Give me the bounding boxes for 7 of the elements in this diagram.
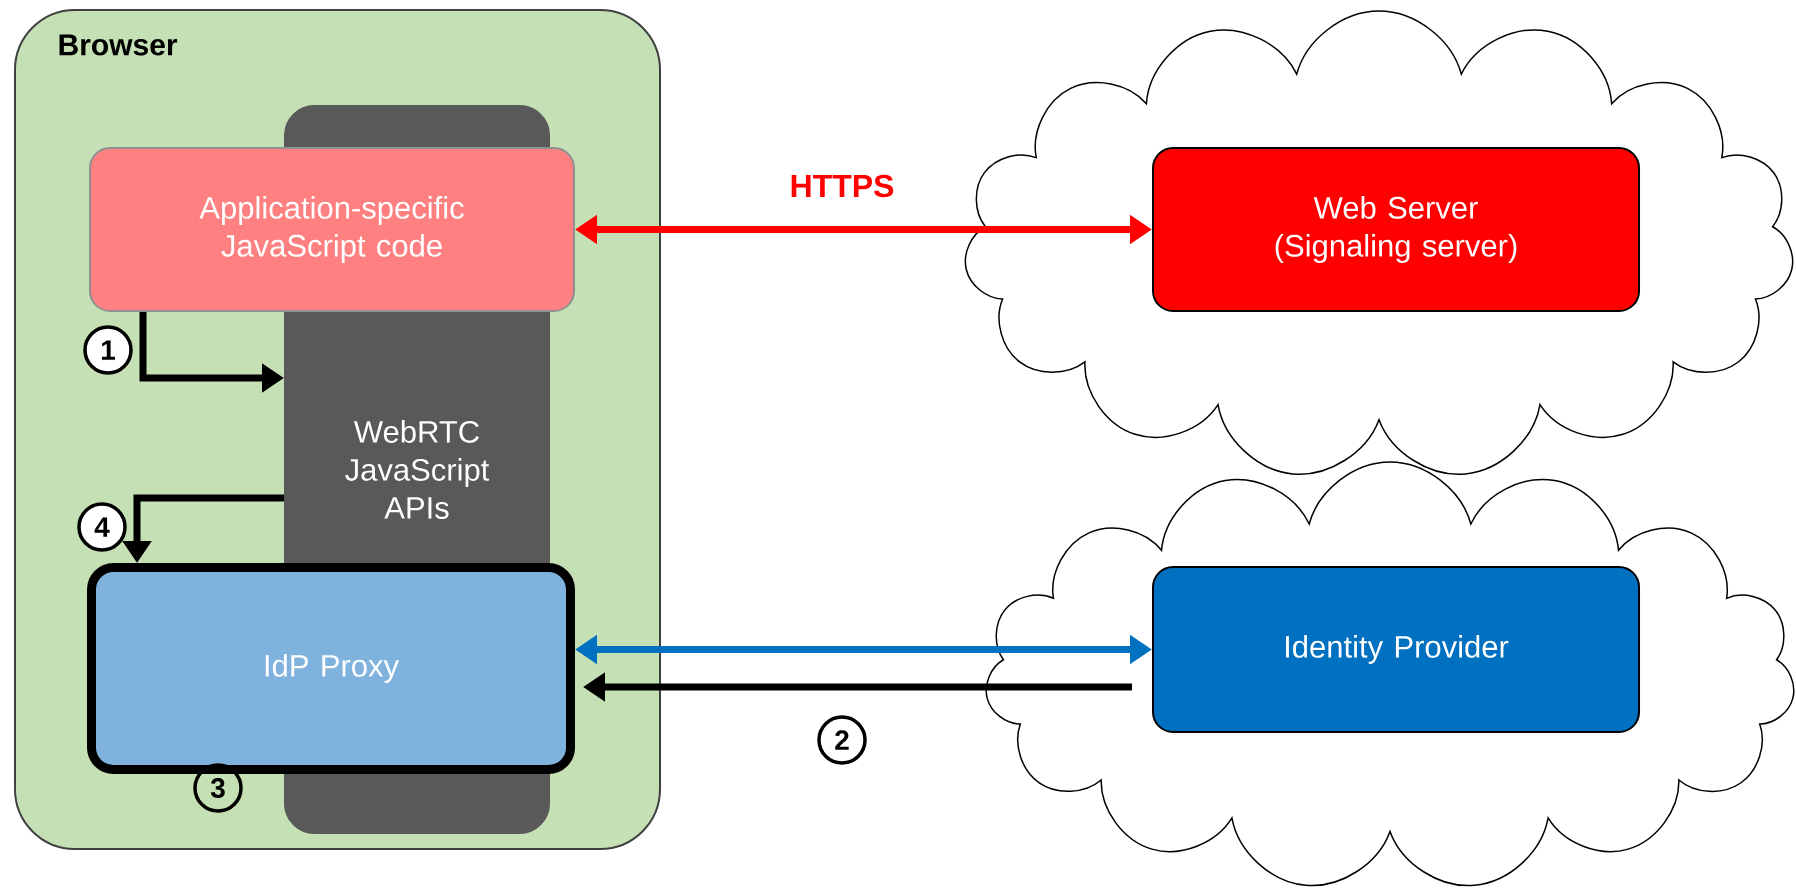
- step-number: 3: [193, 763, 243, 813]
- proxy-box: IdP Proxy: [87, 563, 575, 774]
- code-box: Application-specific JavaScript code: [89, 147, 575, 312]
- provider-box: Identity Provider: [1152, 566, 1640, 733]
- server-box: Web Server (Signaling server): [1152, 147, 1640, 312]
- edge-label: HTTPS: [791, 174, 894, 198]
- step-number: 2: [817, 715, 867, 765]
